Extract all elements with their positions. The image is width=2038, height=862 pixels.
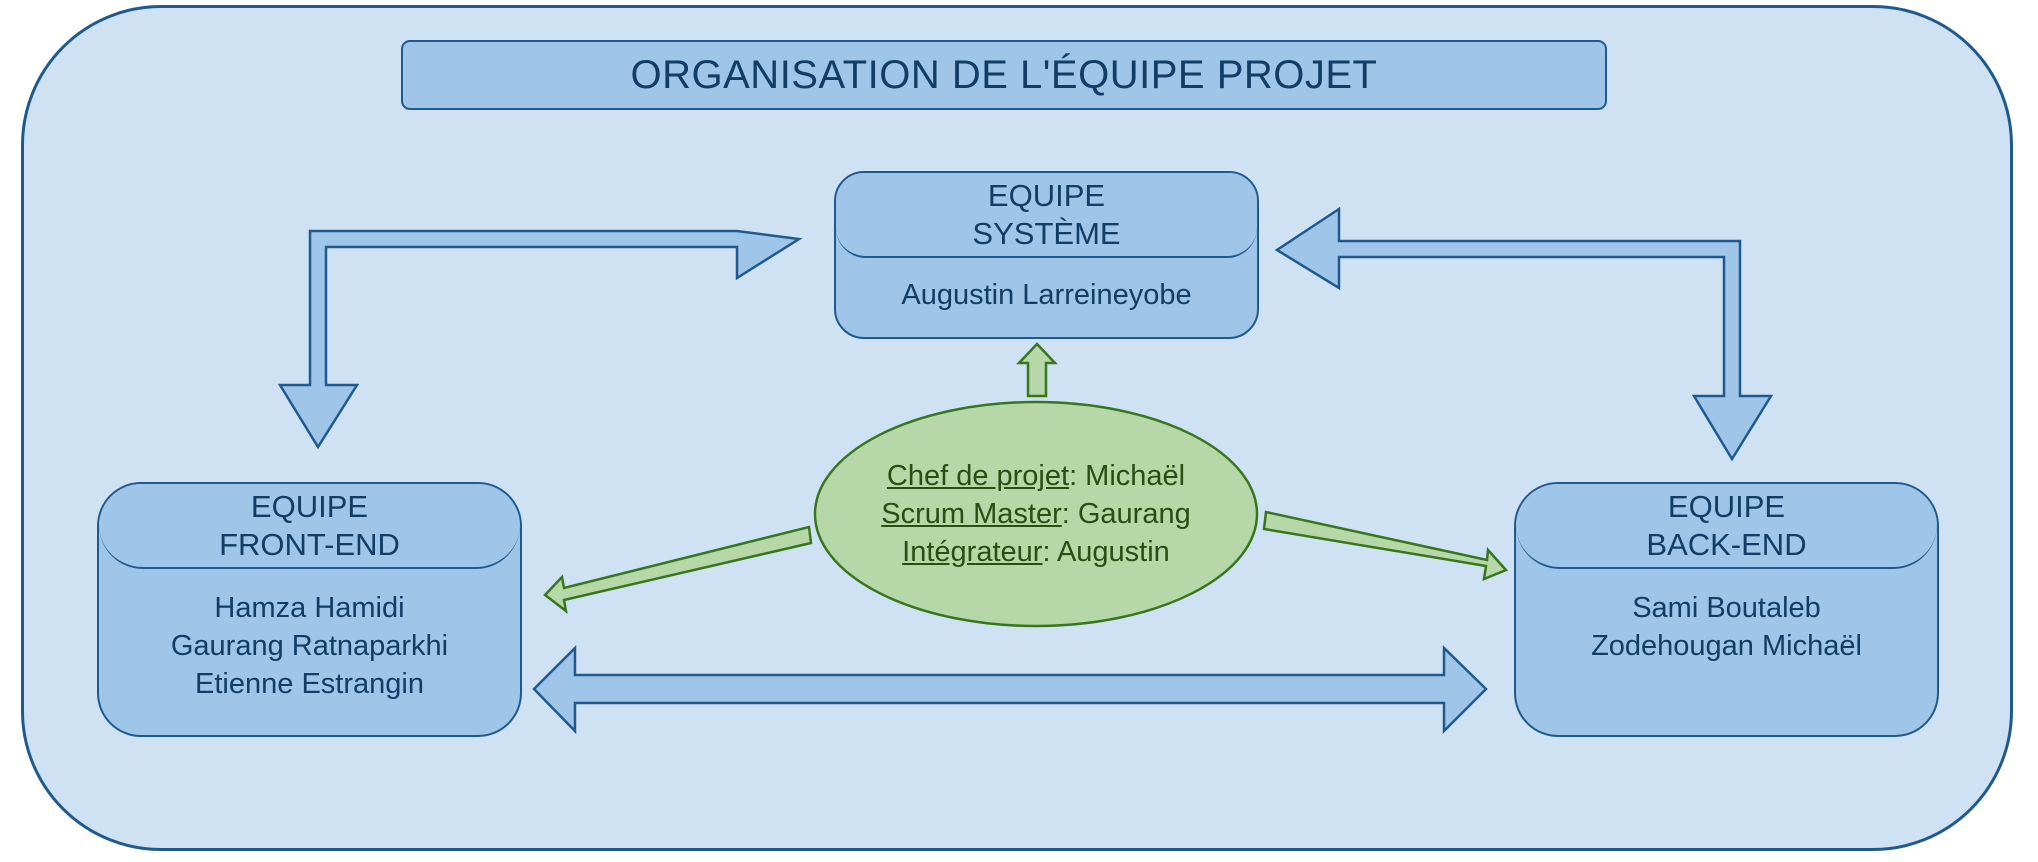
team-front-end-label-2: FRONT-END	[219, 526, 400, 562]
team-member: Etienne Estrangin	[195, 668, 424, 700]
team-front-end-box: EQUIPE FRONT-END Hamza Hamidi Gaurang Ra…	[97, 482, 522, 737]
arrow-coord-system	[1016, 342, 1058, 398]
team-member: Hamza Hamidi	[214, 592, 405, 624]
team-system-label-2: SYSTÈME	[972, 215, 1121, 251]
role-line: Intégrateur: Augustin	[902, 533, 1170, 571]
team-back-end-box: EQUIPE BACK-END Sami Boutaleb Zodehougan…	[1514, 482, 1939, 737]
title-box: ORGANISATION DE L'ÉQUIPE PROJET	[401, 40, 1607, 110]
team-front-end-members: Hamza Hamidi Gaurang Ratnaparkhi Etienne…	[99, 569, 520, 703]
team-back-end-label-2: BACK-END	[1646, 526, 1807, 562]
arrow-front-system	[277, 229, 803, 450]
team-member: Sami Boutaleb	[1632, 592, 1821, 624]
team-member: Gaurang Ratnaparkhi	[170, 630, 449, 662]
arrow-coord-front	[543, 525, 813, 614]
team-system-header: EQUIPE SYSTÈME	[836, 173, 1257, 258]
coordination-ellipse	[813, 400, 1259, 628]
role-line: Chef de projet: Michaël	[887, 457, 1185, 495]
role-holder: : Augustin	[1042, 536, 1170, 568]
team-system-label-1: EQUIPE	[987, 177, 1106, 213]
arrow-coord-back	[1262, 510, 1509, 581]
team-system-box: EQUIPE SYSTÈME Augustin Larreineyobe	[834, 171, 1259, 339]
team-member: Zodehougan Michaël	[1591, 630, 1862, 662]
team-system-members: Augustin Larreineyobe	[836, 258, 1257, 314]
role-title: Intégrateur	[902, 536, 1043, 568]
coordination-roles: Chef de projet: Michaël Scrum Master: Ga…	[815, 402, 1257, 626]
arrow-system-back	[1274, 206, 1774, 462]
team-front-end-header: EQUIPE FRONT-END	[99, 484, 520, 569]
page-title: ORGANISATION DE L'ÉQUIPE PROJET	[630, 52, 1378, 97]
team-back-end-members: Sami Boutaleb Zodehougan Michaël	[1516, 569, 1937, 665]
team-front-end-label-1: EQUIPE	[250, 488, 369, 524]
arrow-front-back	[532, 644, 1488, 735]
role-holder: : Gaurang	[1061, 498, 1191, 530]
role-title: Chef de projet	[886, 460, 1070, 492]
team-back-end-header: EQUIPE BACK-END	[1516, 484, 1937, 569]
role-holder: : Michaël	[1069, 460, 1186, 492]
team-member: Augustin Larreineyobe	[901, 279, 1192, 311]
team-back-end-label-1: EQUIPE	[1667, 488, 1786, 524]
role-line: Scrum Master: Gaurang	[881, 495, 1190, 533]
role-title: Scrum Master	[881, 498, 1062, 530]
